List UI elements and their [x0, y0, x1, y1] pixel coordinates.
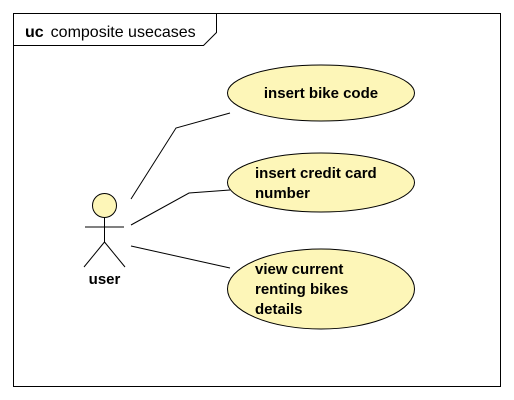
use-case-ellipse — [227, 248, 415, 330]
use-case-insert-credit-card-number: insert credit card number — [227, 152, 415, 213]
use-case-label: insert bike code — [264, 85, 378, 102]
use-case-label-line: renting bikes — [255, 281, 348, 298]
use-case-label-line: insert bike code — [264, 85, 378, 102]
frame-title-text: composite usecases — [51, 24, 196, 41]
use-case-label-line: insert credit card — [255, 165, 377, 182]
use-case-insert-bike-code: insert bike code — [227, 64, 415, 122]
use-case-label-line: details — [255, 301, 303, 318]
use-case-label-line: view current — [255, 261, 343, 278]
association-line-insert-bike-code — [130, 112, 231, 200]
actor-left-leg — [83, 241, 105, 268]
use-case-label-line: number — [255, 185, 310, 202]
association-line-view-renting-bikes — [130, 245, 231, 269]
use-case-label: insert credit card number — [255, 165, 381, 202]
use-case-ellipse — [227, 64, 415, 122]
use-case-view-current-renting-bikes-details: view current renting bikes details — [227, 248, 415, 330]
association-line-insert-credit-card — [130, 189, 231, 226]
actor-right-leg — [104, 241, 126, 268]
frame-title: uc composite usecases — [25, 24, 196, 41]
use-case-label: view current renting bikes details — [255, 261, 353, 318]
frame-title-tab — [13, 13, 217, 46]
use-case-ellipse — [227, 152, 415, 213]
frame-keyword: uc — [25, 24, 44, 41]
actor-label: user — [89, 271, 121, 288]
actor-head — [92, 193, 117, 218]
actor-user: user — [83, 193, 126, 288]
